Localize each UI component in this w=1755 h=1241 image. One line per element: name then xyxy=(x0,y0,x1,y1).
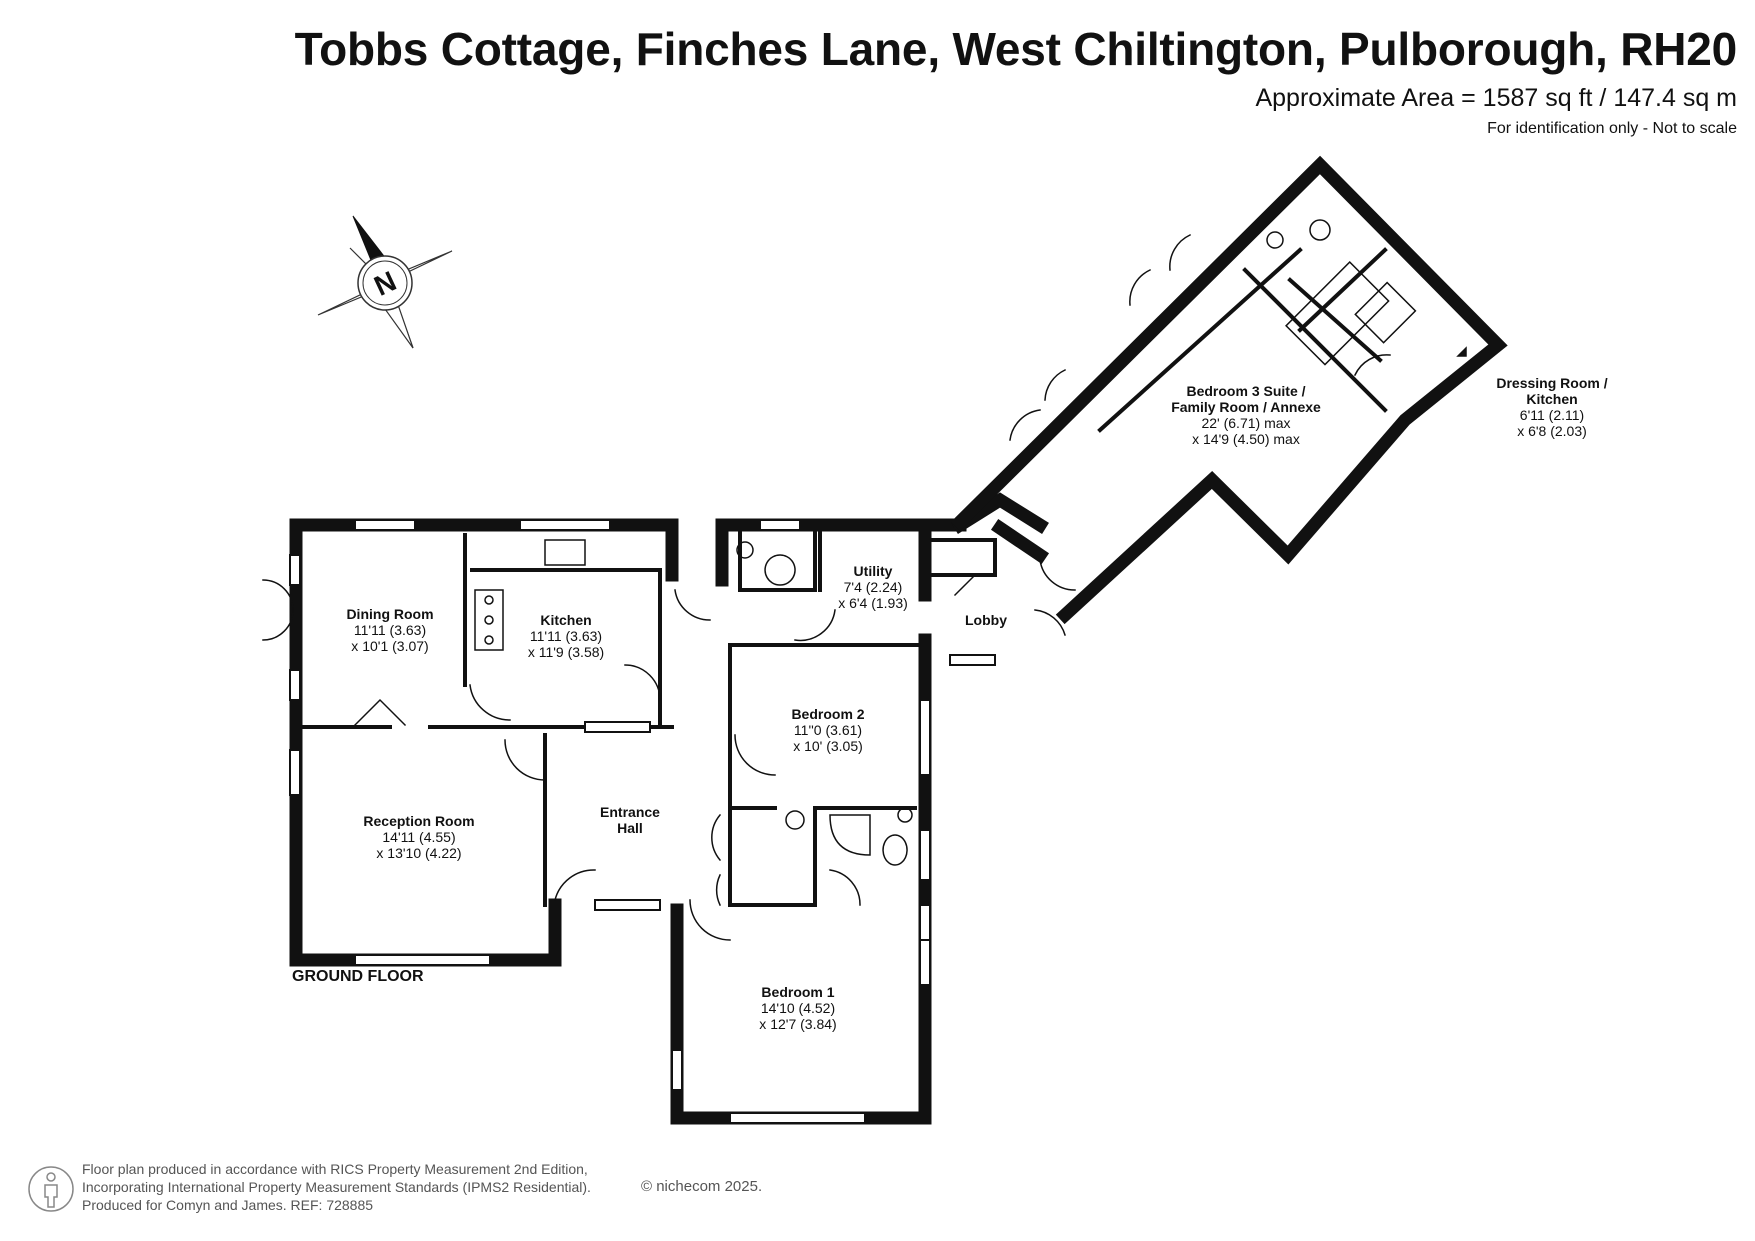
room-dressing-room: Dressing Room / Kitchen 6'11 (2.11) x 6'… xyxy=(1496,375,1608,439)
footer-brand: © nichecom 2025. xyxy=(641,1178,763,1195)
compass-rose-icon: N xyxy=(317,215,453,349)
approximate-area: Approximate Area = 1587 sq ft / 147.4 sq… xyxy=(1255,84,1737,112)
room-reception: Reception Room 14'11 (4.55) x 13'10 (4.2… xyxy=(363,813,475,861)
room-utility: Utility 7'4 (2.24) x 6'4 (1.93) xyxy=(838,563,908,611)
room-lobby: Lobby xyxy=(965,612,1007,628)
floor-label: GROUND FLOOR xyxy=(292,968,424,985)
footer-text: Floor plan produced in accordance with R… xyxy=(82,1161,591,1213)
room-bedroom-1: Bedroom 1 14'10 (4.52) x 12'7 (3.84) xyxy=(759,984,837,1032)
room-bedroom-3-suite: Bedroom 3 Suite / Family Room / Annexe 2… xyxy=(1171,383,1321,447)
room-kitchen: Kitchen 11'11 (3.63) x 11'9 (3.58) xyxy=(527,612,605,660)
room-bedroom-2: Bedroom 2 11''0 (3.61) x 10' (3.05) xyxy=(791,706,865,754)
property-title: Tobbs Cottage, Finches Lane, West Chilti… xyxy=(294,23,1738,75)
person-icon xyxy=(28,1166,74,1212)
room-entrance-hall: Entrance Hall xyxy=(600,804,660,836)
scale-note: For identification only - Not to scale xyxy=(1487,120,1737,137)
room-dining: Dining Room 11'11 (3.63) x 10'1 (3.07) xyxy=(346,606,434,654)
